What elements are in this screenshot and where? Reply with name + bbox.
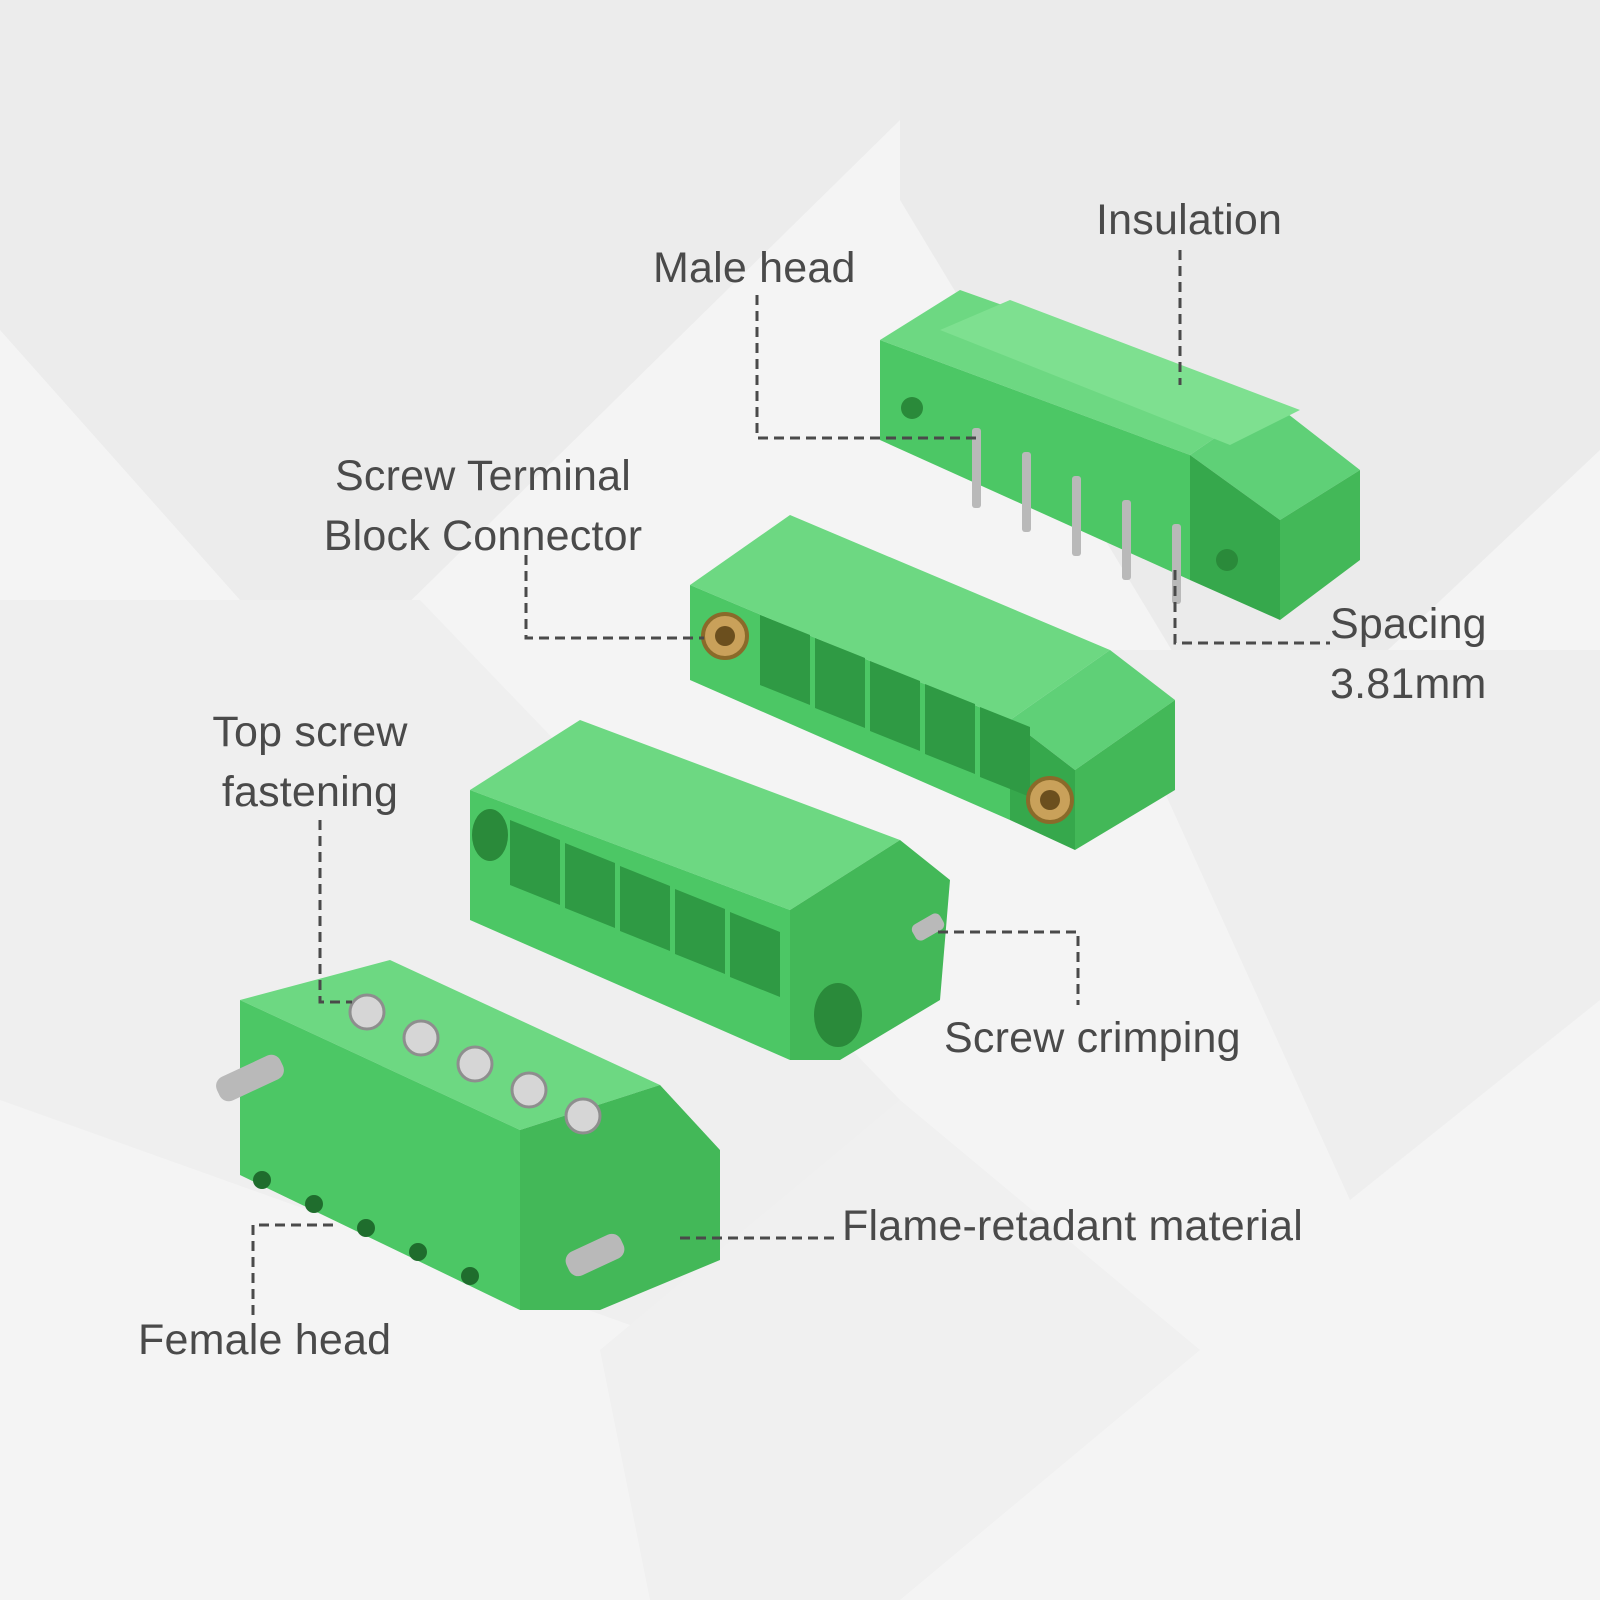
leader-male-head: [755, 295, 978, 440]
label-screw-terminal-line1: Screw Terminal: [335, 452, 631, 500]
label-male-head: Male head: [653, 244, 856, 292]
label-female-head: Female head: [138, 1316, 392, 1364]
leader-female-head: [251, 1223, 335, 1315]
screw-icon: [216, 1054, 284, 1102]
wire-entry-holes: [510, 820, 780, 997]
screw-terminal-connector: [690, 515, 1175, 850]
leader-lines: [251, 250, 1330, 1315]
label-spacing: Spacing 3.81mm: [1330, 594, 1487, 714]
label-insulation: Insulation: [1096, 196, 1283, 244]
leader-top-screw: [318, 820, 352, 1004]
label-spacing-line1: Spacing: [1330, 600, 1487, 648]
label-screw-terminal: Screw Terminal Block Connector: [305, 446, 661, 566]
male-head-connector: [880, 290, 1360, 620]
female-head-connector: [216, 960, 720, 1310]
screw-icon: [565, 1233, 625, 1277]
leader-screw-crimping: [938, 930, 1080, 1005]
label-top-screw-line1: Top screw: [212, 708, 408, 756]
label-top-screw: Top screw fastening: [195, 702, 425, 822]
label-flame-retardant: Flame-retadant material: [842, 1202, 1304, 1250]
plug-rear-connector: [470, 720, 950, 1060]
leader-screw-terminal: [524, 555, 704, 640]
screw-icon: [911, 913, 945, 941]
label-top-screw-line2: fastening: [221, 768, 399, 816]
terminal-slots: [760, 615, 1030, 797]
label-screw-terminal-line2: Block Connector: [323, 512, 643, 560]
leader-spacing: [1173, 570, 1330, 645]
label-spacing-line2: 3.81mm: [1330, 660, 1487, 708]
wire-entry-holes: [253, 1171, 479, 1285]
top-screws: [348, 993, 602, 1135]
connector-pins: [972, 428, 1181, 604]
label-screw-crimping: Screw crimping: [944, 1014, 1241, 1062]
